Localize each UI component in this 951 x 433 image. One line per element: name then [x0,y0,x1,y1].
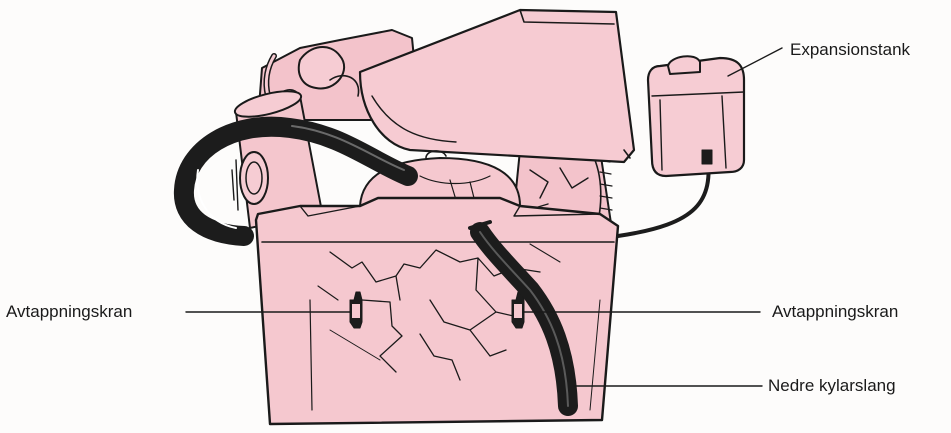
label-lower-radiator-hose: Nedre kylarslang [768,376,896,396]
label-expansion-tank: Expansionstank [790,40,910,60]
label-drain-cock-right: Avtappningskran [772,302,898,322]
label-drain-cock-left: Avtappningskran [6,302,132,322]
expansion-tank [648,56,744,176]
